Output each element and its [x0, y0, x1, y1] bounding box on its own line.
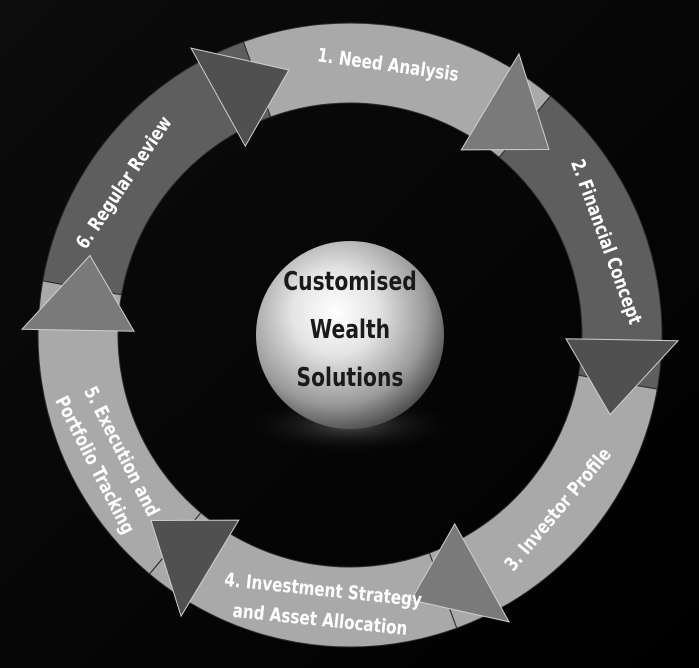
- center-title-line-2: Wealth: [309, 315, 391, 345]
- arrowhead-2: [565, 338, 680, 416]
- arrowhead-3: [410, 522, 510, 623]
- ring-segment-6: [42, 41, 272, 296]
- center-title: Customised Wealth Solutions: [264, 258, 436, 402]
- process-arrows: [20, 47, 680, 623]
- arrowhead-5: [20, 254, 135, 332]
- center-title-line-3: Solutions: [296, 363, 404, 393]
- center-sphere: [256, 241, 444, 429]
- arrowhead-4: [150, 519, 240, 618]
- arrowhead-1: [460, 52, 550, 151]
- process-ring: [37, 22, 663, 648]
- center-title-line-1: Customised: [283, 267, 417, 297]
- arrowhead-6: [190, 47, 290, 148]
